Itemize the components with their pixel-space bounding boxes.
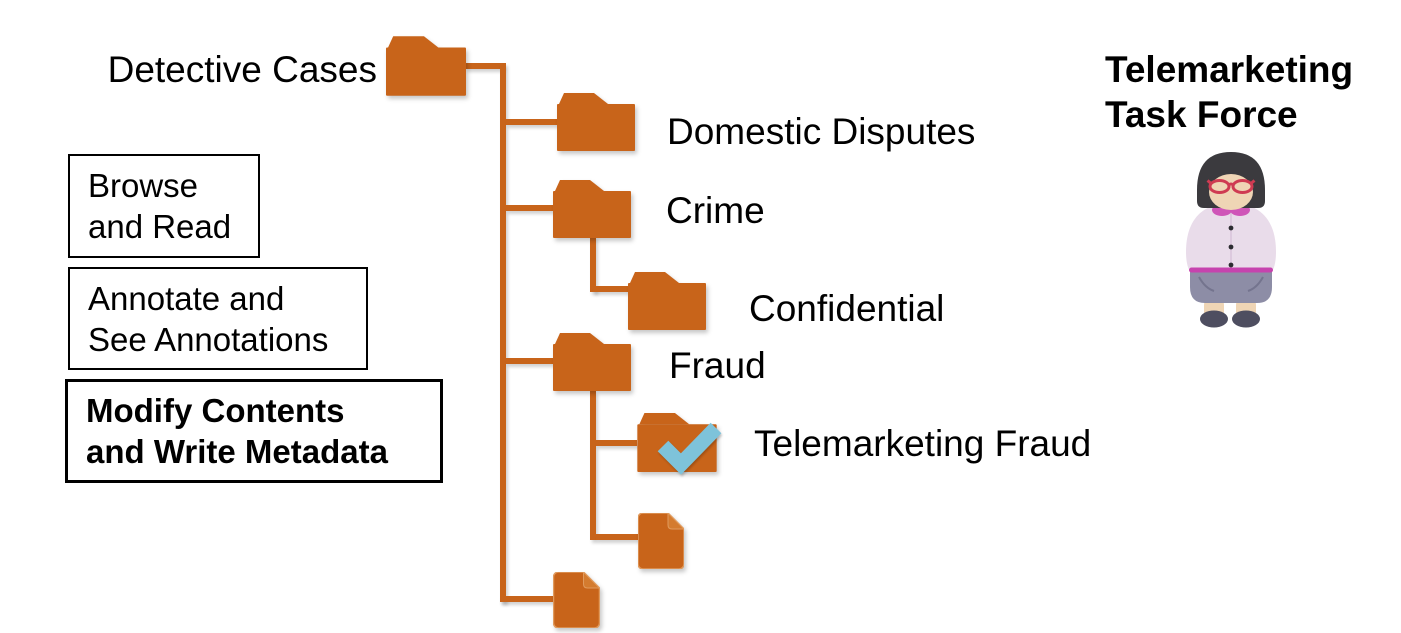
connector-root: [465, 63, 503, 69]
persona-title-line2: Task Force: [1105, 94, 1298, 135]
connector-confidential: [593, 286, 628, 292]
connector-crime-child-vertical: [590, 236, 596, 292]
permission-line: Annotate and: [88, 279, 285, 317]
permission-line: and Write Metadata: [86, 433, 388, 470]
permission-box-modify-write: Modify Contents and Write Metadata: [65, 379, 443, 483]
tree-node-confidential: Confidential: [749, 288, 945, 329]
connector-root-document: [500, 596, 553, 602]
persona-title-line1: Telemarketing: [1105, 49, 1354, 90]
connector-fraud-document: [596, 534, 638, 540]
person-avatar: [1186, 152, 1276, 328]
document-icon: [638, 513, 684, 569]
permission-line: Modify Contents: [86, 392, 345, 429]
tree-node-detective-cases: Detective Cases: [107, 49, 377, 90]
connector-crime: [506, 205, 553, 211]
connector-telemarketing-fraud: [596, 440, 637, 446]
tree-node-fraud: Fraud: [669, 345, 766, 386]
permission-box-annotate: Annotate and See Annotations: [68, 267, 368, 370]
connector-fraud-child-vertical: [590, 391, 596, 540]
permission-line: Browse: [88, 167, 199, 204]
permission-line: See Annotations: [88, 320, 329, 358]
check-icon: [657, 422, 722, 475]
glasses-icon: [1206, 179, 1256, 194]
tree-node-domestic-disputes: Domestic Disputes: [667, 111, 976, 152]
connector-domestic-disputes: [506, 119, 557, 125]
folder-icon: [553, 180, 631, 238]
permission-line: and Read: [88, 208, 232, 245]
document-icon: [553, 572, 600, 628]
folder-icon: [557, 93, 635, 151]
tree-node-telemarketing-fraud: Telemarketing Fraud: [754, 423, 1092, 464]
permission-box-browse-read: Browse and Read: [68, 154, 260, 258]
folder-icon: [628, 272, 706, 330]
connector-trunk: [500, 63, 506, 602]
persona-title: Telemarketing Task Force: [1105, 47, 1353, 137]
folder-icon: [553, 333, 631, 391]
folder-icon: [386, 36, 466, 96]
tree-node-crime: Crime: [666, 190, 765, 231]
connector-fraud: [506, 358, 553, 364]
